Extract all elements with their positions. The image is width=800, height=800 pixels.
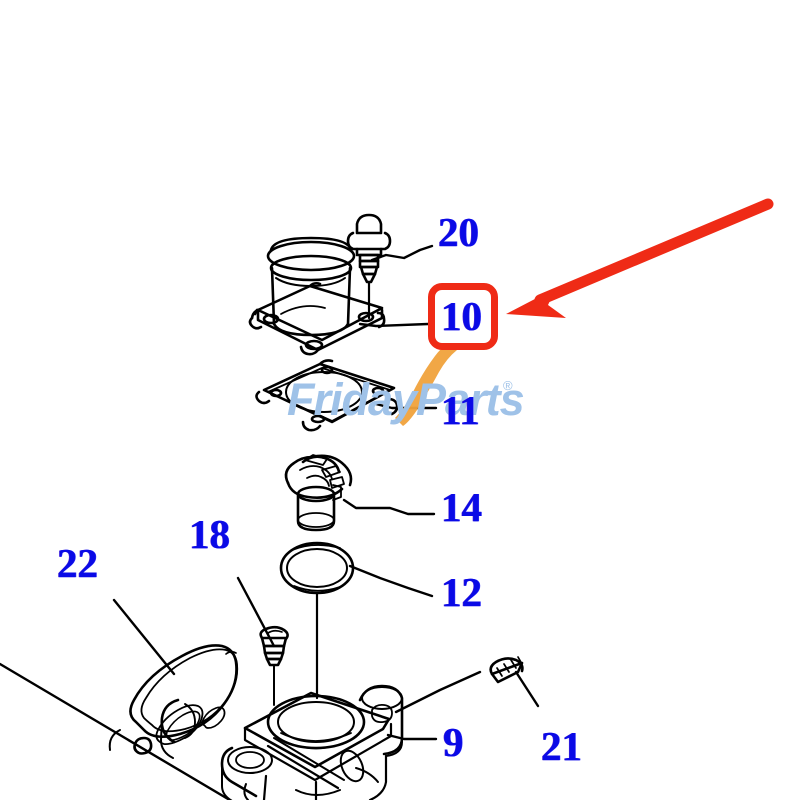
- callout-11[interactable]: 11: [441, 387, 480, 433]
- red-pointer-arrow: [506, 198, 774, 318]
- part-spacer-10: [248, 236, 386, 356]
- watermark-swoosh-icon: [395, 344, 457, 426]
- watermark-registered-mark: ®: [503, 378, 513, 393]
- callout-20[interactable]: 20: [438, 209, 479, 255]
- callout-10[interactable]: 10: [441, 293, 482, 339]
- callout-14[interactable]: 14: [441, 484, 482, 530]
- callout-21[interactable]: 21: [541, 723, 582, 769]
- callout-9[interactable]: 9: [443, 719, 464, 765]
- part-gasket-11: [255, 359, 399, 432]
- part-gasket-22: [129, 644, 239, 755]
- callout-12[interactable]: 12: [441, 569, 482, 615]
- part-screw-18: [259, 625, 289, 706]
- highlight-box-10: [428, 283, 498, 350]
- callout-18[interactable]: 18: [189, 511, 230, 557]
- part-valve-14: [284, 454, 353, 532]
- part-screw-21: [489, 656, 524, 684]
- watermark-text: FridayParts: [287, 374, 525, 425]
- leader-lines: [0, 244, 540, 800]
- part-carburetor-body-9: [108, 684, 404, 800]
- callout-22[interactable]: 22: [57, 540, 98, 586]
